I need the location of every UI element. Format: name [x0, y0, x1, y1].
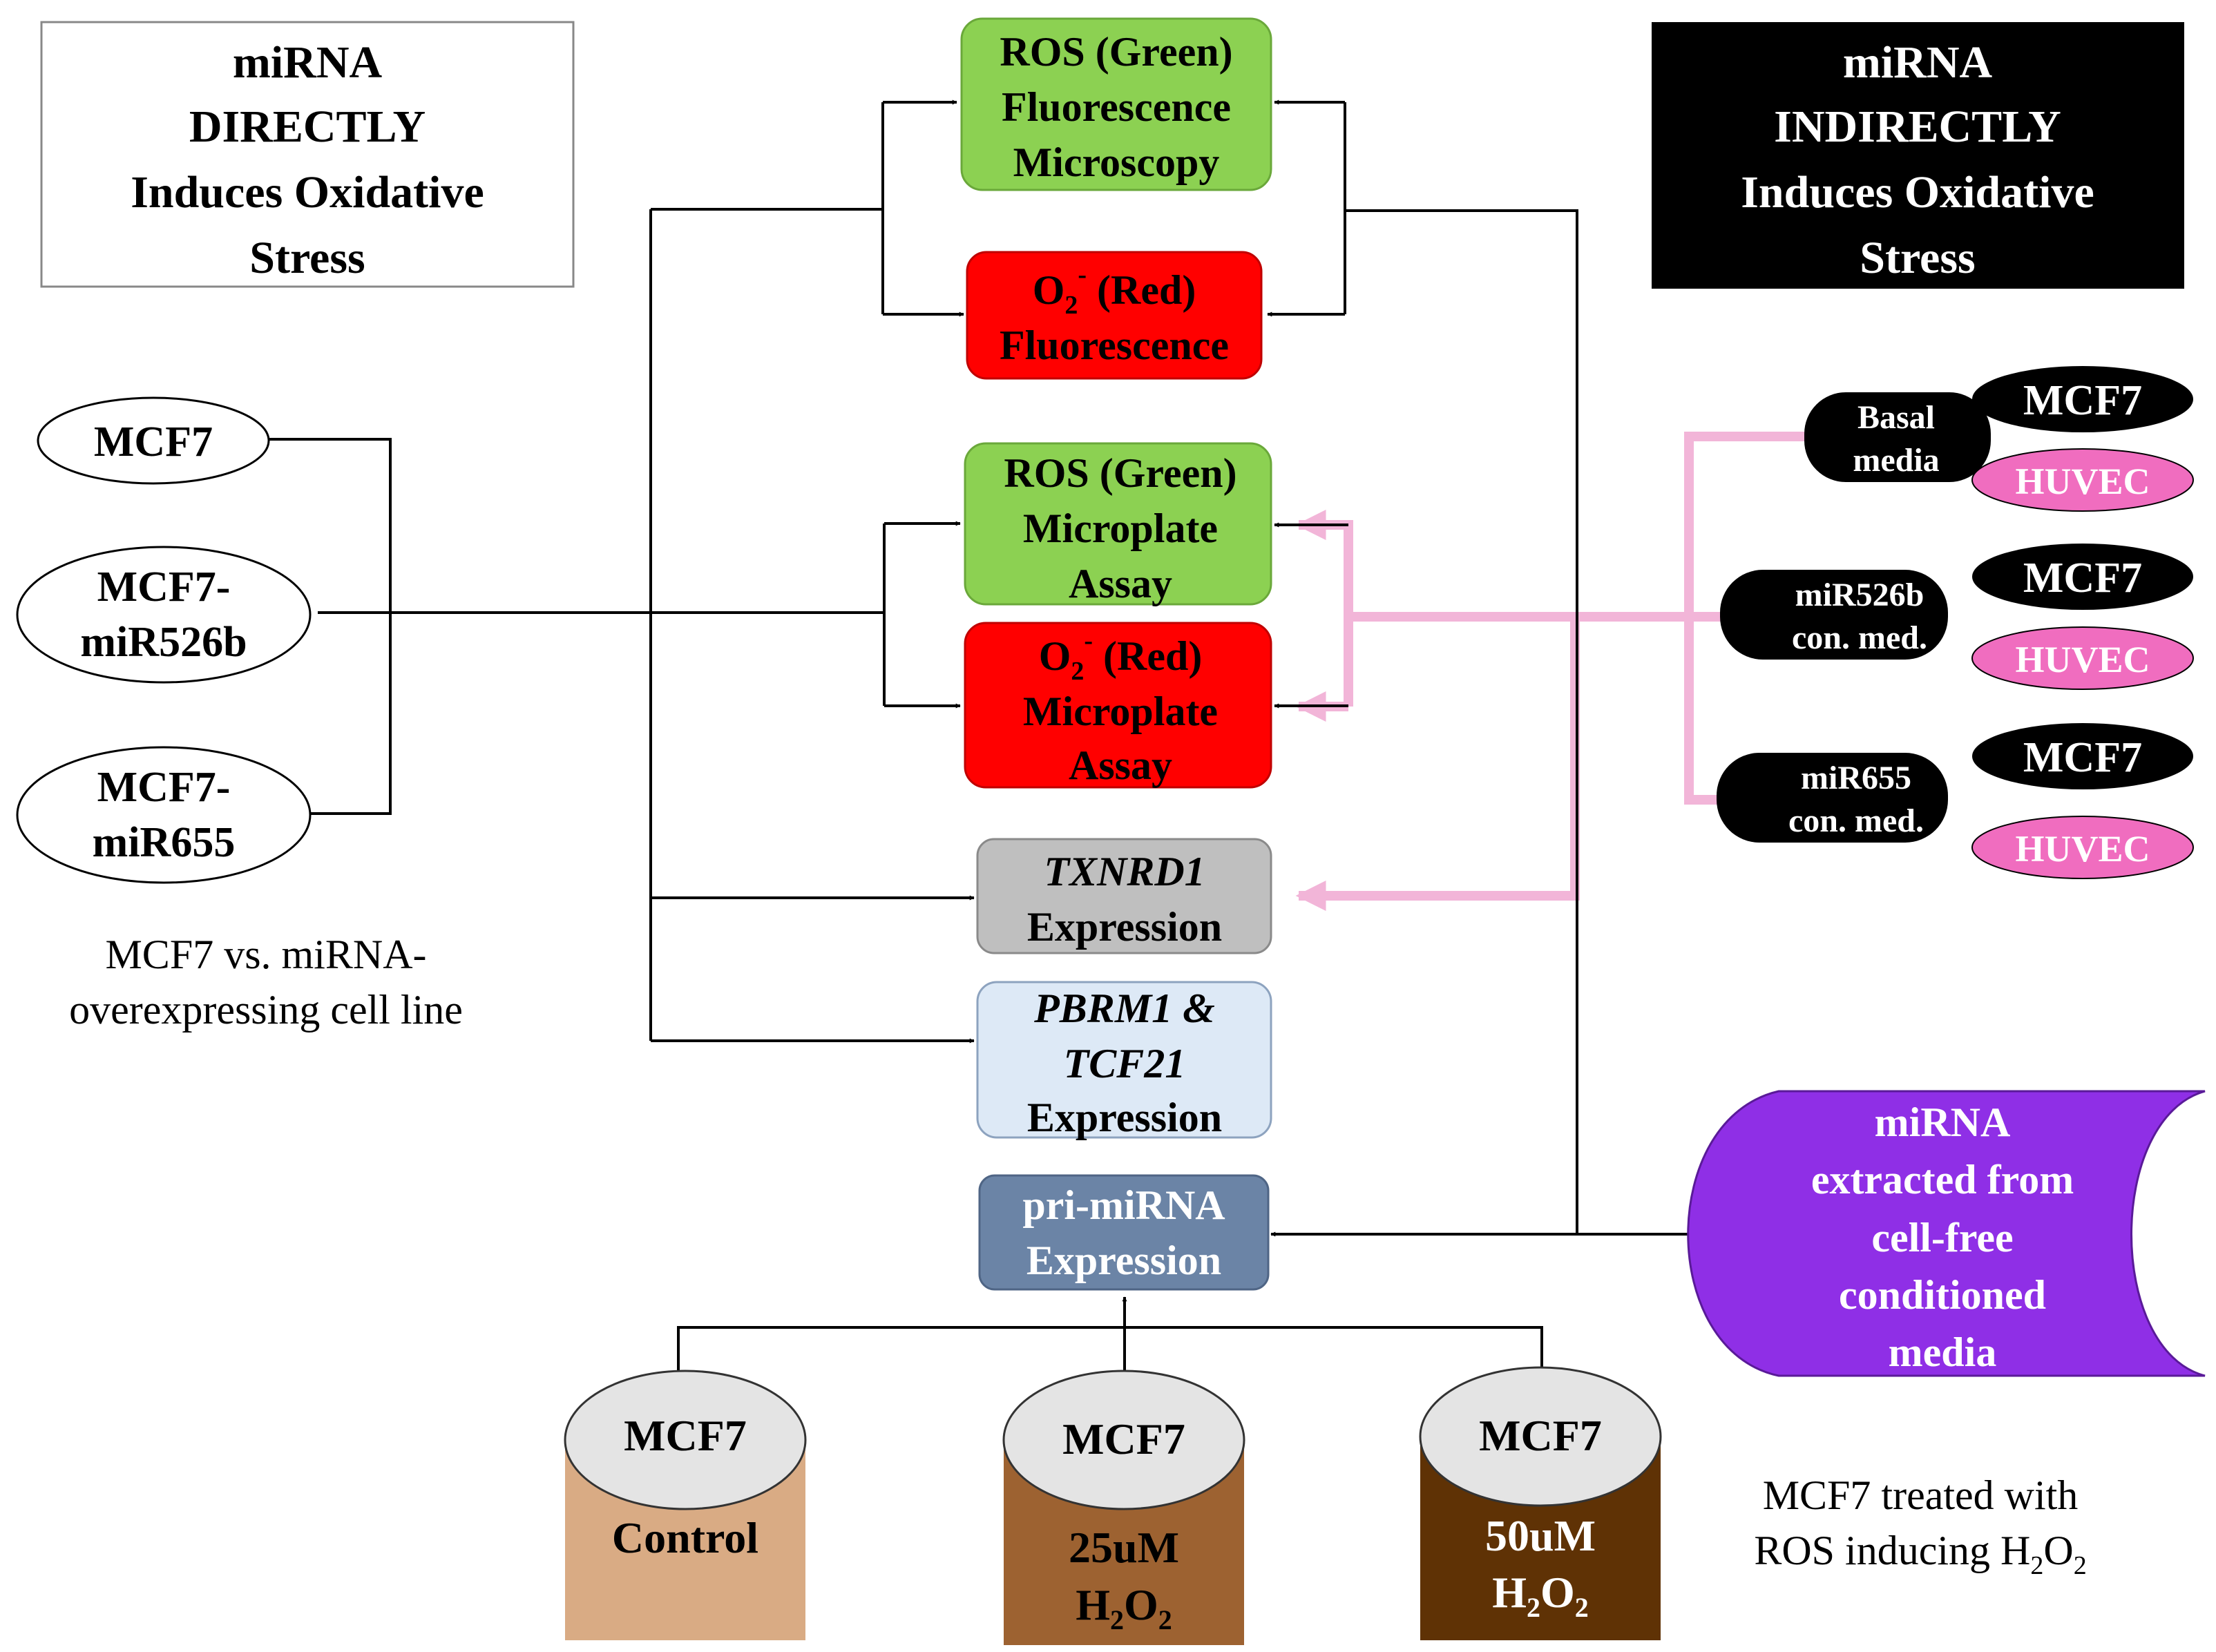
- svg-text:Basal: Basal: [1857, 399, 1935, 436]
- svg-text:MCF7: MCF7: [94, 419, 213, 465]
- svg-text:media: media: [1889, 1329, 1997, 1375]
- pbrm1-tcf21-box: PBRM1 & TCF21 Expression: [976, 981, 1272, 1140]
- svg-text:Control: Control: [612, 1513, 758, 1562]
- o2-microplate-box: O2- (Red) Microplate Assay: [964, 622, 1272, 789]
- svg-text:MCF7 treated with: MCF7 treated with: [1763, 1472, 2079, 1518]
- direct-connectors: [269, 99, 1696, 1371]
- svg-text:MCF7-: MCF7-: [97, 564, 231, 611]
- svg-text:H2O2: H2O2: [1492, 1568, 1589, 1623]
- svg-text:MCF7: MCF7: [2023, 734, 2142, 781]
- svg-text:ROS inducing H2O2: ROS inducing H2O2: [1754, 1528, 2086, 1580]
- svg-text:ROS (Green): ROS (Green): [1004, 450, 1236, 496]
- svg-text:con. med.: con. med.: [1792, 620, 1927, 656]
- legend-indirect: miRNA INDIRECTLY Induces Oxidative Stres…: [1652, 22, 2184, 289]
- svg-text:miRNA: miRNA: [1875, 1099, 2011, 1145]
- svg-text:TCF21: TCF21: [1064, 1041, 1186, 1086]
- svg-text:Microplate: Microplate: [1023, 689, 1218, 734]
- media-group-basal: HUVEC MCF7 Basal media: [1804, 366, 2194, 512]
- svg-text:media: media: [1853, 442, 1939, 479]
- svg-text:TXNRD1: TXNRD1: [1044, 849, 1205, 894]
- svg-text:Stress: Stress: [249, 233, 365, 283]
- svg-text:Expression: Expression: [1027, 904, 1222, 950]
- svg-text:INDIRECTLY: INDIRECTLY: [1774, 102, 2061, 152]
- cell-line-mir655: MCF7- miR655: [16, 746, 312, 884]
- cylinder-25um: MCF7 25uM H2O2: [1002, 1370, 1245, 1645]
- svg-text:MCF7: MCF7: [1479, 1411, 1602, 1460]
- svg-text:O2- (Red): O2- (Red): [1039, 626, 1203, 686]
- svg-text:cell-free: cell-free: [1871, 1215, 2013, 1260]
- svg-text:MCF7: MCF7: [2023, 555, 2142, 602]
- svg-text:con. med.: con. med.: [1788, 803, 1924, 839]
- svg-text:O2- (Red): O2- (Red): [1033, 260, 1196, 320]
- svg-text:Induces Oxidative: Induces Oxidative: [131, 167, 484, 218]
- ros-microscopy-box: ROS (Green) Fluorescence Microscopy: [960, 17, 1272, 191]
- o2-fluorescence-box: O2- (Red) Fluorescence: [966, 251, 1263, 380]
- ros-microplate-box: ROS (Green) Microplate Assay: [964, 442, 1272, 606]
- svg-text:DIRECTLY: DIRECTLY: [189, 102, 426, 152]
- svg-text:miRNA: miRNA: [233, 37, 383, 88]
- svg-text:Microplate: Microplate: [1023, 506, 1218, 551]
- svg-text:extracted from: extracted from: [1811, 1157, 2074, 1202]
- treated-caption: MCF7 treated with ROS inducing H2O2: [1754, 1472, 2086, 1580]
- svg-text:PBRM1 &: PBRM1 &: [1033, 986, 1215, 1031]
- svg-text:MCF7: MCF7: [624, 1411, 747, 1460]
- svg-text:miR526b: miR526b: [1795, 577, 1924, 613]
- svg-text:HUVEC: HUVEC: [2015, 461, 2150, 502]
- cylinder-control: MCF7 Control: [564, 1370, 807, 1640]
- svg-text:miR655: miR655: [1801, 760, 1911, 796]
- svg-text:50uM: 50uM: [1485, 1511, 1596, 1560]
- svg-text:MCF7-: MCF7-: [97, 764, 231, 811]
- cell-line-mir526b: MCF7- miR526b: [16, 546, 312, 684]
- svg-text:MCF7: MCF7: [2023, 377, 2142, 424]
- svg-text:overexpressing cell line: overexpressing cell line: [69, 987, 463, 1032]
- mirna-extracted-shape: miRNA extracted from cell-free condition…: [1687, 1090, 2206, 1377]
- svg-text:MCF7 vs. miRNA-: MCF7 vs. miRNA-: [105, 932, 426, 977]
- media-group-mir526b: HUVEC MCF7 miR526b con. med.: [1720, 544, 2194, 690]
- svg-text:MCF7: MCF7: [1062, 1414, 1185, 1463]
- pri-mirna-box: pri-miRNA Expression: [978, 1174, 1270, 1291]
- svg-text:Assay: Assay: [1069, 561, 1172, 606]
- svg-text:Fluorescence: Fluorescence: [1000, 323, 1229, 368]
- svg-text:miR526b: miR526b: [80, 619, 247, 666]
- svg-text:miR655: miR655: [93, 819, 236, 866]
- svg-text:ROS (Green): ROS (Green): [1000, 29, 1232, 75]
- svg-text:pri-miRNA: pri-miRNA: [1022, 1182, 1225, 1228]
- svg-text:Induces Oxidative: Induces Oxidative: [1741, 167, 2094, 218]
- svg-text:HUVEC: HUVEC: [2015, 828, 2150, 870]
- svg-text:Fluorescence: Fluorescence: [1002, 84, 1231, 130]
- svg-text:Assay: Assay: [1069, 742, 1172, 788]
- media-group-mir655: HUVEC MCF7 miR655 con. med.: [1717, 723, 2194, 879]
- svg-text:Microscopy: Microscopy: [1013, 140, 1220, 185]
- cylinder-50um: MCF7 50uM H2O2: [1419, 1366, 1662, 1640]
- legend-direct: miRNA DIRECTLY Induces Oxidative Stress: [40, 21, 575, 288]
- svg-text:Expression: Expression: [1027, 1095, 1222, 1140]
- svg-text:H2O2: H2O2: [1076, 1580, 1172, 1635]
- cell-line-mcf7: MCF7: [37, 396, 270, 485]
- svg-text:25uM: 25uM: [1069, 1523, 1179, 1572]
- cell-line-caption: MCF7 vs. miRNA- overexpressing cell line: [69, 932, 463, 1032]
- svg-text:Stress: Stress: [1860, 233, 1975, 283]
- svg-text:miRNA: miRNA: [1843, 37, 1993, 88]
- svg-text:HUVEC: HUVEC: [2015, 639, 2150, 680]
- svg-text:Expression: Expression: [1026, 1238, 1221, 1283]
- txnrd1-box: TXNRD1 Expression: [976, 838, 1272, 954]
- svg-text:conditioned: conditioned: [1839, 1272, 2046, 1318]
